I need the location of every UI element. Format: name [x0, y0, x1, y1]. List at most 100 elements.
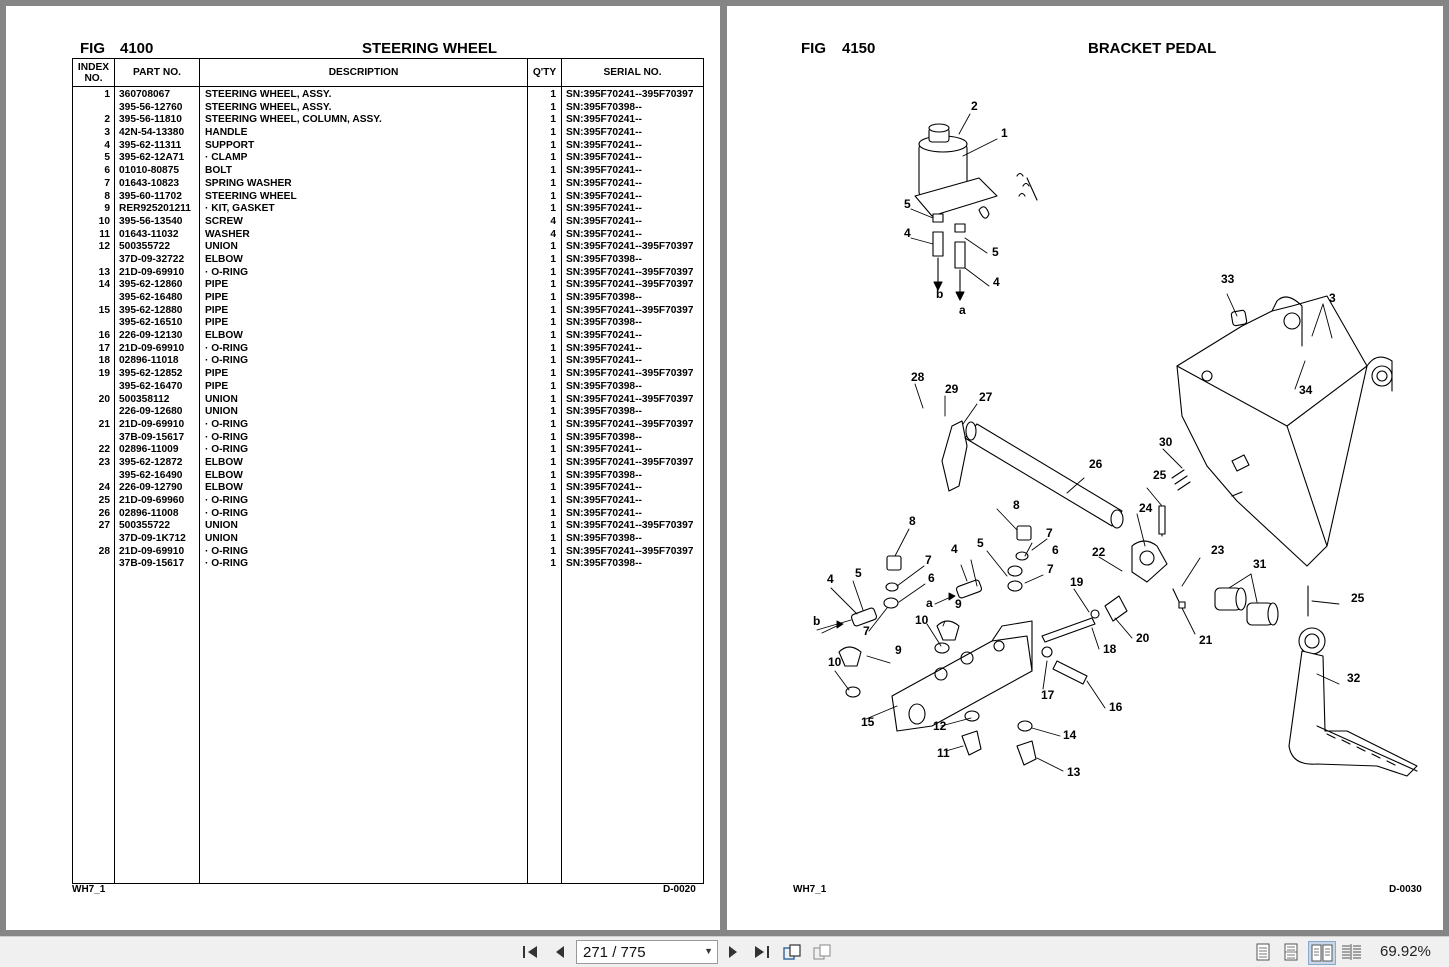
description-cell: ELBOW [205, 253, 243, 265]
callout-label: 23 [1211, 543, 1225, 557]
part-no-cell: 01643-11032 [119, 228, 179, 240]
first-page-button[interactable] [520, 941, 542, 963]
description-cell: STEERING WHEEL [205, 190, 297, 202]
serial-no-cell: SN:395F70241--395F70397 [566, 393, 694, 405]
callout-label: 4 [951, 542, 958, 556]
serial-no-cell: SN:395F70241--395F70397 [566, 520, 694, 532]
callout-label: 24 [1139, 501, 1153, 515]
description-cell: UNION [205, 393, 238, 405]
description-cell: PIPE [205, 368, 229, 380]
part-no-cell: 360708067 [119, 89, 170, 100]
description-cell: UNION [205, 533, 238, 545]
continuous-view-button[interactable] [1280, 941, 1302, 963]
callout-label: 19 [1070, 575, 1084, 589]
two-page-continuous-icon [1342, 944, 1361, 960]
chevron-down-icon: ▼ [704, 946, 713, 956]
description-cell: · O-RING [205, 545, 249, 557]
callout-label: a [959, 303, 966, 317]
two-page-view-button[interactable] [1308, 941, 1336, 965]
part-no-cell: 226-09-12130 [119, 330, 183, 342]
fit-page-button[interactable] [810, 941, 834, 963]
two-page-continuous-view-button[interactable] [1340, 941, 1364, 963]
callout-label: 7 [1047, 562, 1054, 576]
description-cell: · O-RING [205, 495, 249, 506]
part-no-cell: 395-56-11810 [119, 114, 182, 126]
serial-no-cell: SN:395F70241-- [566, 355, 642, 367]
callout-label: 25 [1351, 591, 1365, 605]
qty-cell: 1 [550, 190, 556, 202]
part-no-cell: 395-62-12852 [119, 368, 183, 380]
bushings-drawing [1172, 587, 1279, 626]
qty-cell: 1 [550, 127, 556, 139]
qty-cell: 1 [550, 253, 556, 265]
bracket-pedal-exploded-diagram: 215454ba33334282927263025242223312521322… [813, 99, 1418, 779]
description-cell: ELBOW [205, 330, 243, 342]
callout-label: 18 [1103, 642, 1117, 656]
index-cell: 2 [104, 114, 110, 126]
fittings-drawing [838, 469, 1191, 766]
serial-no-cell: SN:395F70398-- [566, 431, 642, 443]
serial-no-cell: SN:395F70241-- [566, 177, 642, 189]
part-no-cell: 226-09-12680 [119, 406, 183, 418]
part-no-cell: RER925201211 [119, 203, 191, 215]
part-no-cell: 42N-54-13380 [119, 127, 185, 139]
qty-cell: 1 [550, 545, 556, 557]
index-cell [73, 406, 114, 419]
serial-no-cell: SN:395F70241-- [566, 444, 642, 456]
callout-label: 4 [827, 572, 834, 586]
index-cell [73, 102, 114, 115]
prev-page-button[interactable] [549, 941, 571, 963]
rotate-button[interactable] [780, 941, 804, 963]
serial-no-cell: SN:395F70241--395F70397 [566, 279, 694, 291]
zoom-level[interactable]: 69.92% [1380, 943, 1431, 960]
index-cell: 9 [104, 203, 110, 215]
index-cell: 1 [104, 89, 110, 100]
callout-label: 1 [1001, 126, 1008, 140]
serial-no-cell: SN:395F70398-- [566, 380, 642, 392]
prev-page-icon [556, 946, 564, 958]
callout-label: 34 [1299, 383, 1313, 397]
part-no-cell: 37B-09-15617 [119, 431, 185, 443]
header-qty: Q'TY [527, 58, 562, 87]
description-cell: PIPE [205, 279, 229, 291]
fig-number: 4150 [842, 40, 876, 57]
qty-cell: 1 [550, 368, 556, 380]
part-no-cell: 01643-10823 [119, 177, 180, 189]
description-cell: · O-RING [205, 558, 249, 570]
rotate-icon [783, 944, 801, 960]
qty-cell: 1 [550, 152, 556, 164]
page-number-select[interactable]: 271 / 775 ▼ [576, 940, 718, 964]
callout-label: b [813, 614, 820, 628]
callout-label: 14 [1063, 728, 1077, 742]
part-no-cell: 395-62-12860 [119, 279, 183, 291]
index-cell: 14 [98, 279, 110, 291]
serial-no-cell: SN:395F70241--395F70397 [566, 368, 694, 380]
index-cell: 22 [98, 444, 110, 456]
index-cell: 18 [98, 355, 110, 367]
last-page-button[interactable] [750, 941, 772, 963]
callout-label: 15 [861, 715, 875, 729]
callout-label: 10 [915, 613, 929, 627]
shaft-drawing [941, 420, 1124, 529]
callout-label: 8 [1013, 498, 1020, 512]
part-no-cell: 37D-09-32722 [119, 253, 185, 265]
serial-no-cell: SN:395F70241-- [566, 139, 642, 151]
qty-cell: 1 [550, 279, 556, 291]
single-page-view-button[interactable] [1252, 941, 1274, 963]
qty-cell: 1 [550, 495, 556, 506]
callout-label: 7 [925, 553, 932, 567]
callout-label: 3 [1329, 291, 1336, 305]
qty-cell: 1 [550, 418, 556, 430]
first-page-icon [523, 946, 537, 958]
description-cell: UNION [205, 520, 238, 532]
part-no-cell: 500355722 [119, 241, 170, 253]
qty-cell: 1 [550, 558, 556, 570]
next-page-button[interactable] [724, 941, 742, 963]
qty-cell: 1 [550, 507, 556, 519]
description-cell: STEERING WHEEL, COLUMN, ASSY. [205, 114, 382, 126]
fig-label: FIG [80, 40, 105, 57]
serial-no-cell: SN:395F70241-- [566, 495, 642, 506]
description-column: STEERING WHEEL, ASSY.STEERING WHEEL, ASS… [199, 86, 528, 884]
